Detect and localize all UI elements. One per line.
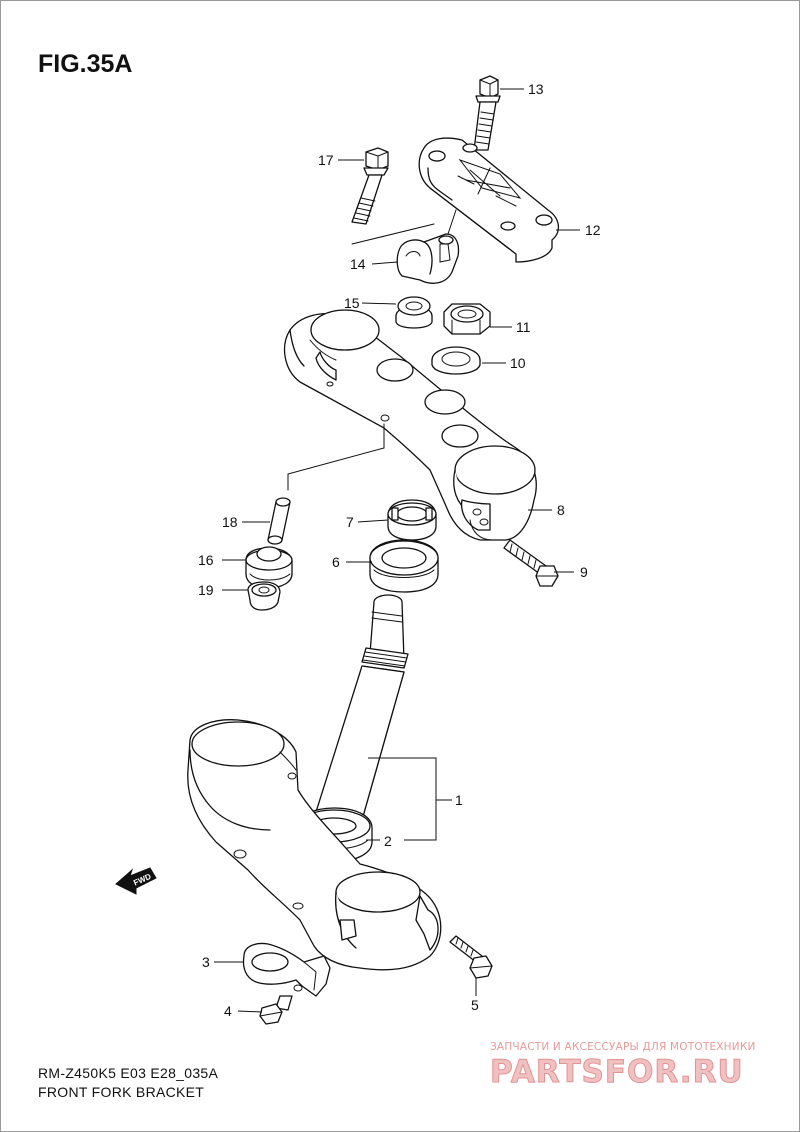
callout-16: 16 [198, 552, 214, 568]
part-12-handlebar-holder-upper [418, 137, 559, 263]
part-3-hose-guide [242, 942, 331, 997]
callout-1: 1 [455, 792, 463, 808]
callout-10: 10 [510, 355, 526, 371]
leader-lines [214, 88, 580, 1013]
callout-12: 12 [585, 222, 601, 238]
part-8-upper-bracket [283, 309, 537, 541]
figure-title: FIG.35A [38, 50, 132, 78]
callout-5: 5 [471, 997, 479, 1013]
callout-15: 15 [344, 295, 360, 311]
part-13-bolt [473, 75, 501, 151]
part-7-stem-nut [387, 499, 437, 541]
callout-19: 19 [198, 582, 214, 598]
watermark-subtitle: ЗАПЧАСТИ И АКСЕССУАРЫ ДЛЯ МОТОТЕХНИКИ [490, 1041, 756, 1053]
callout-13: 13 [528, 81, 544, 97]
watermark-brand: PARTSFOR.RU [490, 1054, 744, 1090]
callout-8: 8 [557, 502, 565, 518]
callout-3: 3 [202, 954, 210, 970]
callout-6: 6 [332, 554, 340, 570]
part-14-handlebar-holder-lower [396, 233, 460, 284]
part-4-bolt [259, 995, 293, 1025]
callout-2: 2 [384, 833, 392, 849]
lower-bracket [187, 719, 442, 971]
part-1-steering-stem [315, 594, 409, 821]
assembly-line-17-14 [351, 223, 435, 245]
callout-7: 7 [346, 514, 354, 530]
part-15-cushion [395, 296, 433, 329]
part-10-washer [431, 346, 481, 375]
forward-arrow-icon: FWD [115, 867, 157, 895]
callout-11: 11 [516, 319, 531, 335]
assembly-line-8-18 [287, 423, 385, 491]
figure-caption: FRONT FORK BRACKET [38, 1084, 204, 1100]
part-16-grommet [245, 546, 293, 589]
callout-9: 9 [580, 564, 588, 580]
callout-14: 14 [350, 256, 366, 272]
part-19-cap [247, 581, 281, 611]
part-5-bolt [449, 935, 493, 979]
model-code: RM-Z450K5 E03 E28_035A [38, 1065, 219, 1081]
part-6-bearing-upper [369, 539, 439, 593]
callout-17: 17 [318, 152, 334, 168]
part-18-spacer [267, 497, 291, 545]
part-17-bolt [351, 147, 389, 225]
callout-4: 4 [224, 1003, 232, 1019]
watermark: ЗАПЧАСТИ И АКСЕССУАРЫ ДЛЯ МОТОТЕХНИКИ PA… [490, 1041, 756, 1091]
part-11-stem-nut [443, 303, 491, 335]
part-9-bolt [503, 539, 559, 587]
callout-18: 18 [222, 514, 238, 530]
